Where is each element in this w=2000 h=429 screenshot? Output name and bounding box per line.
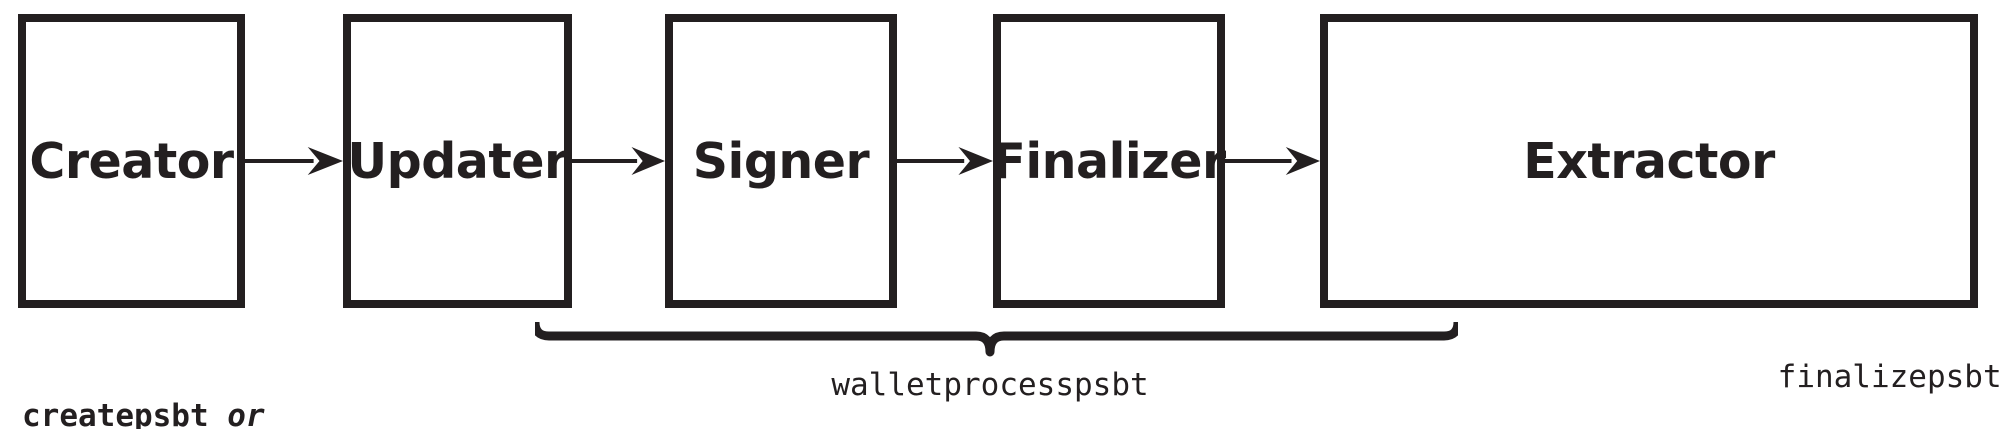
stage-label-signer: Signer xyxy=(692,132,870,190)
stage-box-finalizer[interactable]: Finalizer xyxy=(992,14,1226,308)
stage-label-creator: Creator xyxy=(29,132,234,190)
arrow-icon-signer-to-finalizer xyxy=(897,141,993,181)
caption-creator: createpsbt or converttopsbt xyxy=(22,318,265,429)
caption-creator-line1: createpsbt or xyxy=(22,397,265,429)
stage-label-finalizer: Finalizer xyxy=(992,132,1226,190)
command-createpsbt: createpsbt xyxy=(22,398,209,429)
grouping-brace xyxy=(530,317,1463,362)
caption-conjunction-or: or xyxy=(208,398,265,429)
arrow-icon-finalizer-to-extractor xyxy=(1225,141,1320,181)
stage-label-extractor: Extractor xyxy=(1523,132,1775,190)
caption-extractor: finalizepsbt xyxy=(1703,318,2000,429)
brace-label-walletprocesspsbt: walletprocesspsbt xyxy=(831,367,1149,403)
stage-box-signer[interactable]: Signer xyxy=(665,14,897,308)
arrow-icon-updater-to-signer xyxy=(572,141,665,181)
stage-box-creator[interactable]: Creator xyxy=(18,14,245,308)
stage-label-updater: Updater xyxy=(347,132,568,190)
command-finalizepsbt: finalizepsbt xyxy=(1777,358,2000,395)
arrow-icon-creator-to-updater xyxy=(245,141,343,181)
stage-box-extractor[interactable]: Extractor xyxy=(1320,14,1978,308)
stage-box-updater[interactable]: Updater xyxy=(343,14,572,308)
